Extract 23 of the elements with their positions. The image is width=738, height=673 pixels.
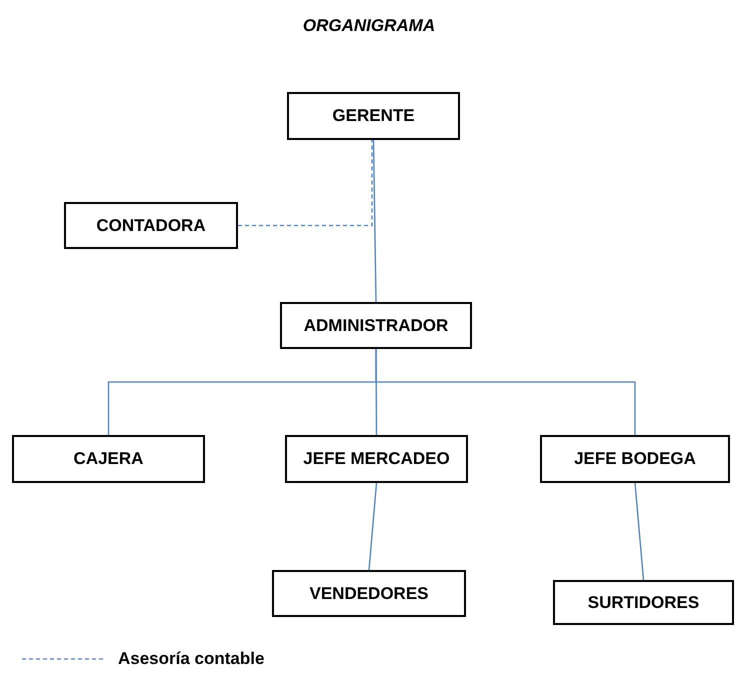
connector-line — [634, 482, 644, 580]
position-box — [272, 570, 466, 617]
position-box — [280, 302, 472, 349]
dashed-connector — [238, 140, 373, 226]
position-box — [287, 92, 460, 140]
position-title: JEFE MERCADEO — [303, 449, 450, 469]
position-box — [12, 435, 205, 483]
position-box — [64, 202, 238, 249]
position-box — [285, 435, 468, 483]
position-title: VENDEDORES — [309, 584, 429, 604]
position-title: ADMINISTRADOR — [304, 316, 448, 336]
connector-line — [368, 482, 378, 570]
position-title: SURTIDORES — [588, 592, 700, 612]
legend-text: Asesoría contable — [118, 649, 264, 669]
position-box — [553, 580, 734, 625]
position-box — [540, 435, 730, 483]
connector-line — [372, 140, 377, 302]
position-title: CAJERA — [74, 449, 144, 469]
position-title: CONTADORA — [96, 216, 206, 236]
connector-line — [375, 349, 636, 435]
position-title: JEFE BODEGA — [574, 449, 696, 469]
chart-title: ORGANIGRAMA — [302, 16, 436, 36]
position-title: GERENTE — [332, 106, 415, 126]
